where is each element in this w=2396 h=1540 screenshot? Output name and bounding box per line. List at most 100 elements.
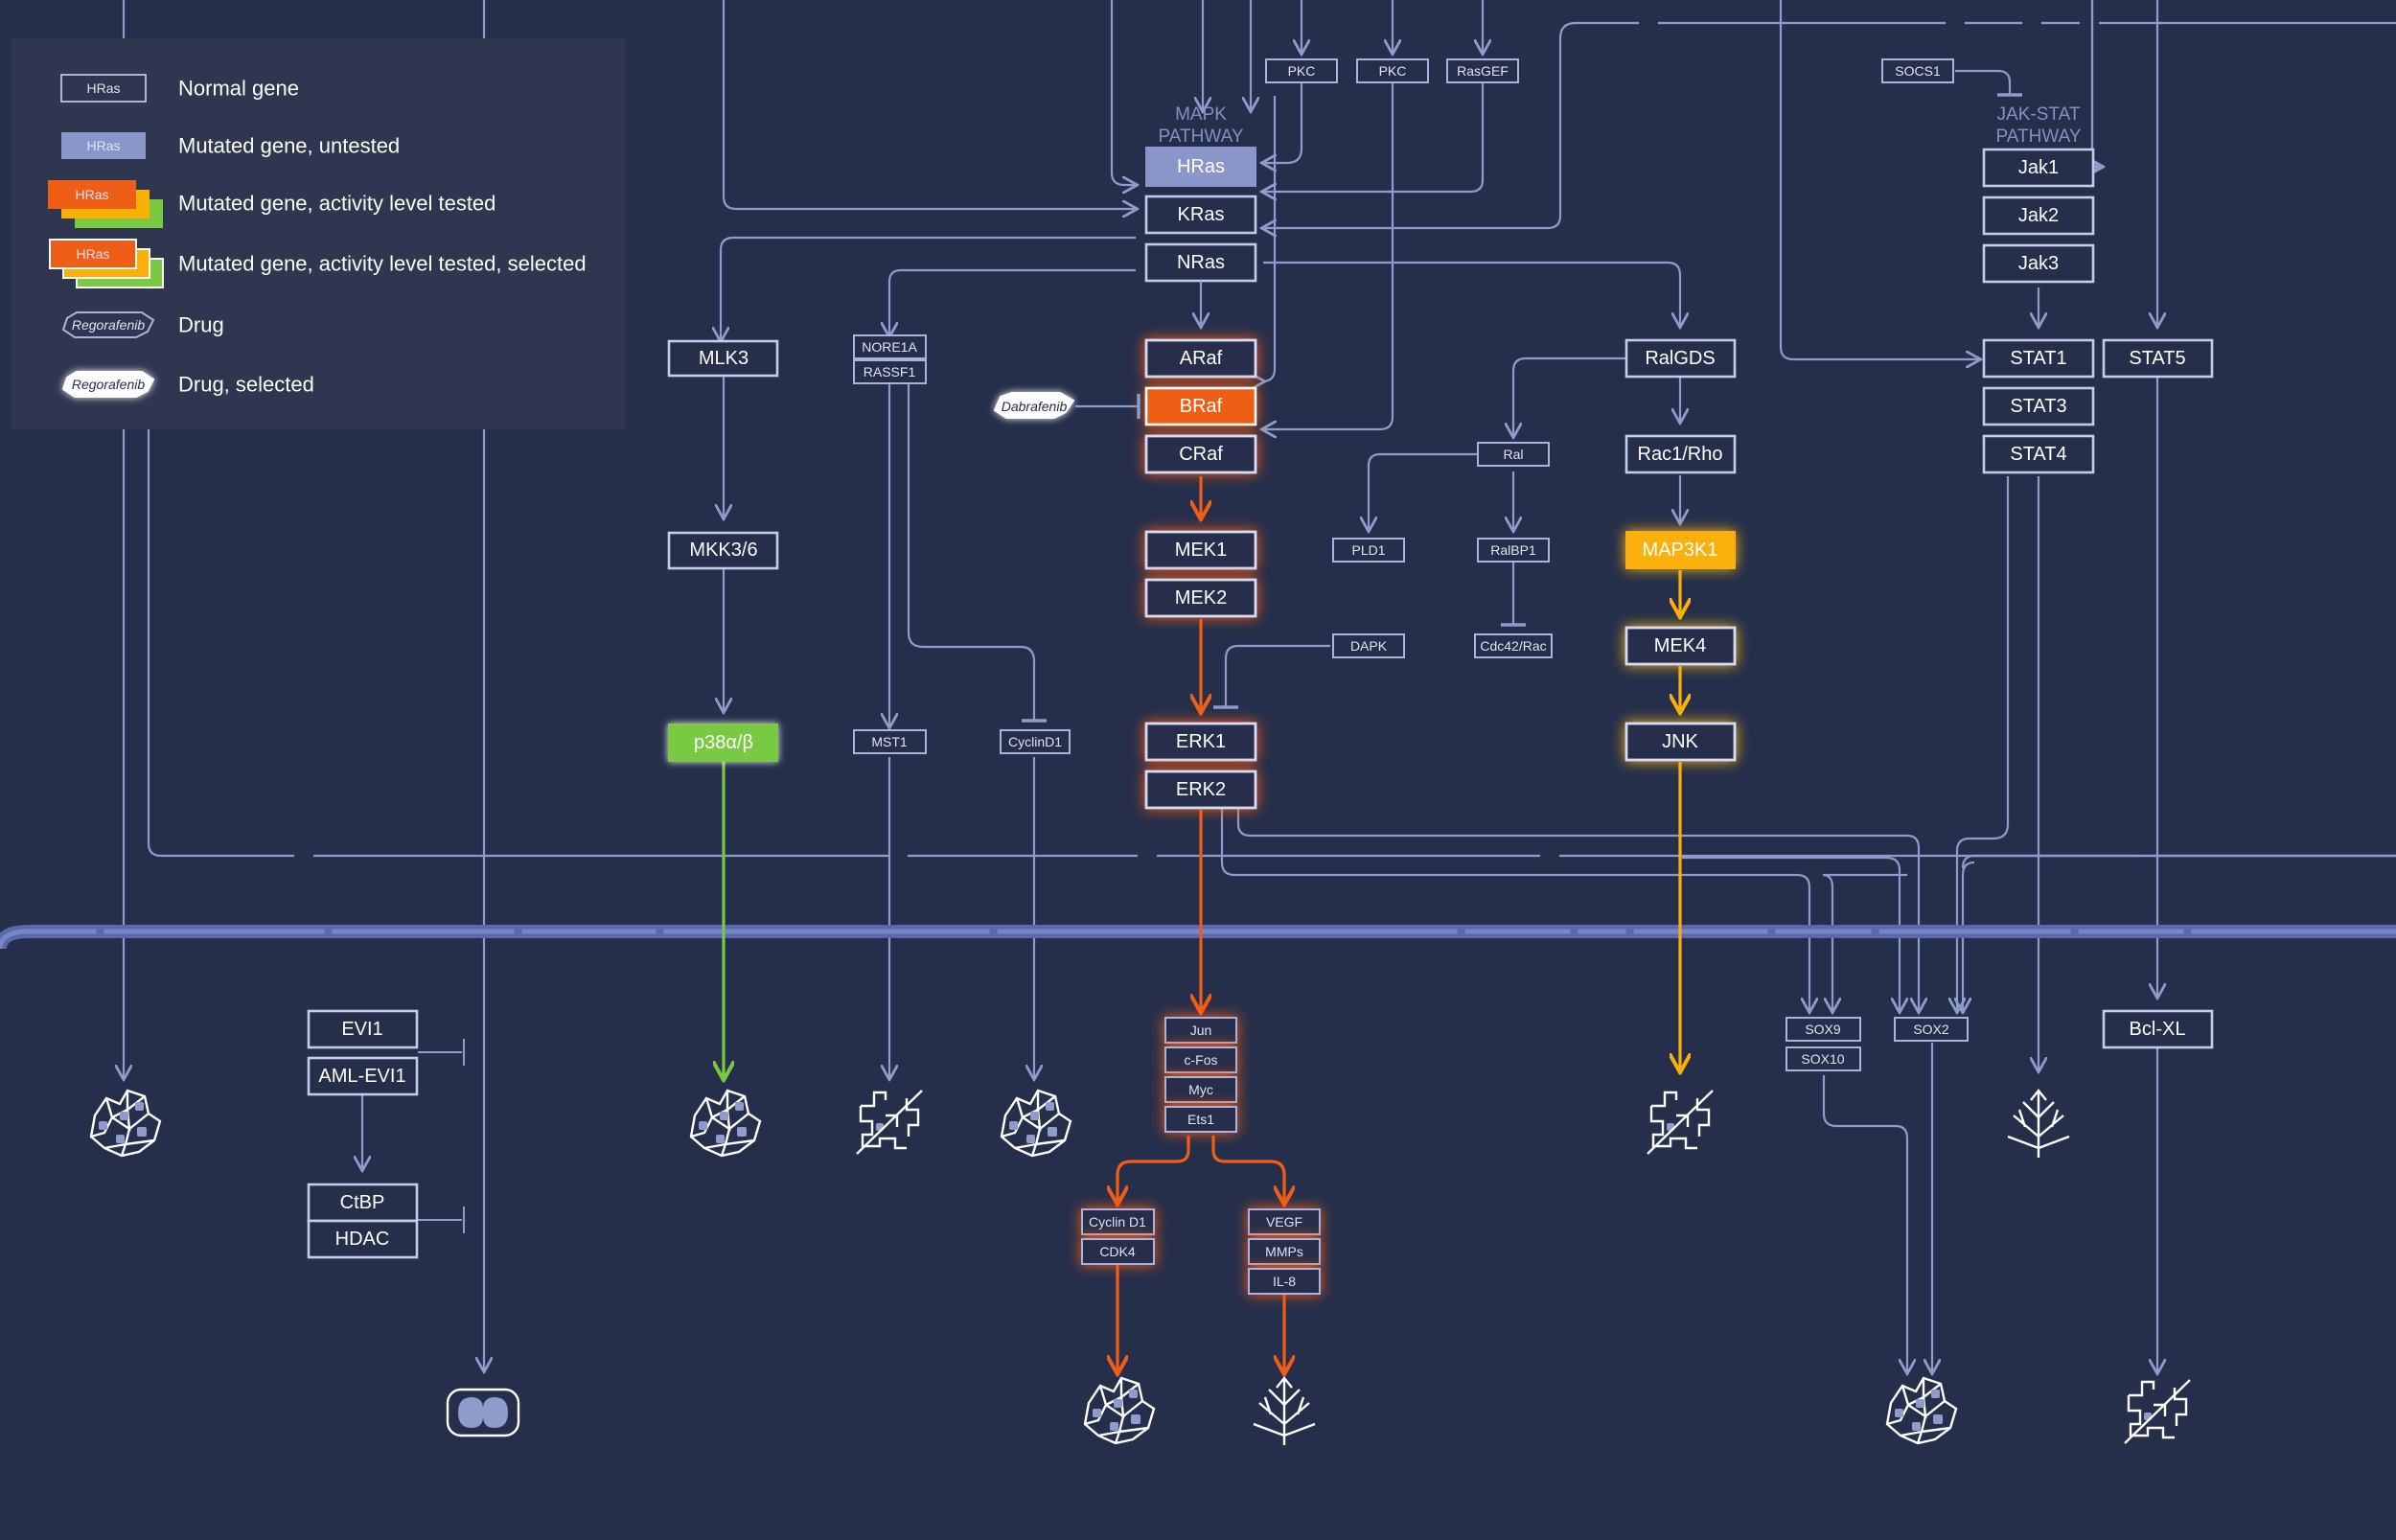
gene-erk2[interactable]: ERK2 — [1144, 770, 1257, 810]
svg-text:Drug: Drug — [178, 313, 224, 337]
gene-mlk3[interactable]: MLK3 — [667, 339, 779, 378]
gene-socs1[interactable]: SOCS1 — [1881, 58, 1954, 83]
gene-pkc-2[interactable]: PKC — [1356, 58, 1429, 83]
svg-text:RalBP1: RalBP1 — [1490, 542, 1536, 558]
svg-text:PKC: PKC — [1379, 63, 1407, 79]
gene-bcl-xl[interactable]: Bcl-XL — [2102, 1009, 2214, 1049]
proliferation-cells-icon — [1083, 1376, 1156, 1445]
gene-hdac[interactable]: HDAC — [307, 1219, 419, 1259]
svg-text:Regorafenib: Regorafenib — [72, 377, 145, 392]
gene-sox9[interactable]: SOX9 — [1785, 1017, 1861, 1042]
gene-nore1a[interactable]: NORE1A — [853, 334, 927, 359]
legend-drug-selected: Regorafenib — [61, 371, 155, 398]
gene-cdk4[interactable]: CDK4 — [1081, 1238, 1155, 1265]
gene-mek1[interactable]: MEK1 — [1144, 530, 1257, 570]
gene-aml-evi1[interactable]: AML-EVI1 — [307, 1056, 419, 1096]
svg-text:STAT1: STAT1 — [2010, 348, 2066, 369]
svg-text:MEK1: MEK1 — [1175, 540, 1227, 561]
legend-mutated-untested: HRas Mutated gene, untested — [61, 132, 400, 159]
gene-jnk[interactable]: JNK — [1624, 722, 1737, 762]
svg-text:Rac1/Rho: Rac1/Rho — [1638, 444, 1723, 465]
svg-text:MAP3K1: MAP3K1 — [1643, 540, 1718, 561]
svg-text:MLK3: MLK3 — [699, 348, 749, 369]
gene-jak3[interactable]: Jak3 — [1982, 243, 2095, 284]
gene-mst1[interactable]: MST1 — [853, 729, 927, 754]
drug-dabrafenib[interactable]: Dabrafenib — [993, 392, 1075, 419]
gene-cyclind1-top[interactable]: CyclinD1 — [1000, 729, 1071, 754]
svg-text:Bcl-XL: Bcl-XL — [2130, 1019, 2186, 1040]
svg-text:MEK2: MEK2 — [1175, 587, 1227, 609]
svg-text:HRas: HRas — [75, 187, 108, 202]
gene-stat4[interactable]: STAT4 — [1982, 434, 2095, 474]
gene-sox2[interactable]: SOX2 — [1894, 1017, 1969, 1042]
legend-mutated-tested-selected: HRas Mutated gene, activity level tested… — [49, 239, 587, 288]
gene-dapk[interactable]: DAPK — [1332, 633, 1405, 658]
gene-araf[interactable]: ARaf — [1144, 338, 1257, 379]
gene-cyclin-d1[interactable]: Cyclin D1 — [1081, 1208, 1155, 1235]
gene-p38[interactable]: p38α/β — [668, 724, 778, 762]
svg-text:Dabrafenib: Dabrafenib — [1002, 399, 1068, 414]
gene-craf[interactable]: CRaf — [1144, 434, 1257, 474]
gene-jun[interactable]: Jun — [1164, 1017, 1237, 1044]
gene-mmps[interactable]: MMPs — [1248, 1238, 1321, 1265]
gene-ralgds[interactable]: RalGDS — [1624, 338, 1737, 379]
proliferation-cells-icon — [1000, 1089, 1072, 1158]
gene-braf[interactable]: BRaf — [1144, 386, 1257, 426]
svg-text:p38α/β: p38α/β — [694, 732, 753, 753]
svg-text:CtBP: CtBP — [340, 1192, 385, 1213]
gene-nras[interactable]: NRas — [1144, 242, 1257, 283]
angiogenesis-tree-icon — [1252, 1376, 1317, 1447]
gene-stat5[interactable]: STAT5 — [2102, 338, 2214, 379]
svg-text:Ets1: Ets1 — [1187, 1112, 1214, 1127]
gene-il8[interactable]: IL-8 — [1248, 1268, 1321, 1295]
gene-jak2[interactable]: Jak2 — [1982, 195, 2095, 236]
svg-text:MKK3/6: MKK3/6 — [689, 540, 757, 561]
proliferation-cells-icon — [89, 1089, 162, 1158]
legend-drug-selected-label: Drug, selected — [178, 373, 314, 397]
legend-drug: Regorafenib Drug — [61, 311, 224, 338]
svg-text:HRas: HRas — [76, 246, 109, 262]
gene-pld1[interactable]: PLD1 — [1332, 538, 1405, 563]
svg-text:Mutated gene, activity level t: Mutated gene, activity level tested — [178, 192, 495, 216]
gene-jak1[interactable]: Jak1 — [1982, 148, 2095, 188]
svg-text:ERK2: ERK2 — [1176, 779, 1226, 800]
cell-membrane — [0, 925, 2396, 950]
gene-rasgef[interactable]: RasGEF — [1446, 58, 1519, 83]
svg-text:ARaf: ARaf — [1180, 348, 1223, 369]
svg-text:CyclinD1: CyclinD1 — [1008, 734, 1062, 749]
gene-stat1[interactable]: STAT1 — [1982, 338, 2095, 379]
svg-text:Cyclin D1: Cyclin D1 — [1089, 1214, 1146, 1230]
gene-ral[interactable]: Ral — [1477, 442, 1550, 467]
svg-text:Mutated gene, activity level t: Mutated gene, activity level tested, sel… — [178, 252, 587, 276]
angiogenesis-tree-icon — [2006, 1089, 2071, 1160]
mapk-pathway-title-2: PATHWAY — [1158, 126, 1243, 147]
gene-sox10[interactable]: SOX10 — [1785, 1046, 1861, 1071]
svg-text:STAT5: STAT5 — [2129, 348, 2185, 369]
gene-cfos[interactable]: c-Fos — [1164, 1046, 1237, 1073]
gene-kras[interactable]: KRas — [1144, 195, 1257, 235]
gene-ets1[interactable]: Ets1 — [1164, 1106, 1237, 1133]
svg-text:RASSF1: RASSF1 — [864, 364, 916, 379]
gene-cdc42-rac[interactable]: Cdc42/Rac — [1474, 633, 1553, 658]
gene-hras[interactable]: HRas — [1145, 147, 1256, 187]
gene-evi1[interactable]: EVI1 — [307, 1009, 419, 1049]
gene-rac1-rho[interactable]: Rac1/Rho — [1624, 434, 1737, 474]
svg-text:PKC: PKC — [1288, 63, 1316, 79]
legend-mutated-tested: HRas Mutated gene, activity level tested — [48, 180, 495, 228]
gene-mek2[interactable]: MEK2 — [1144, 578, 1257, 618]
gene-ralbp1[interactable]: RalBP1 — [1477, 538, 1550, 563]
pathway-lines — [124, 0, 2396, 1372]
svg-text:Jun: Jun — [1190, 1023, 1212, 1038]
gene-rassf1[interactable]: RASSF1 — [853, 359, 927, 384]
gene-mkk3-6[interactable]: MKK3/6 — [667, 531, 779, 570]
gene-mek4[interactable]: MEK4 — [1624, 626, 1737, 666]
legend-normal-gene: HRas Normal gene — [60, 74, 299, 103]
gene-erk1[interactable]: ERK1 — [1144, 722, 1257, 762]
gene-stat3[interactable]: STAT3 — [1982, 386, 2095, 426]
gene-myc[interactable]: Myc — [1164, 1076, 1237, 1103]
gene-pkc-1[interactable]: PKC — [1265, 58, 1338, 83]
svg-text:HRas: HRas — [86, 80, 120, 96]
gene-vegf[interactable]: VEGF — [1248, 1208, 1321, 1235]
gene-ctbp[interactable]: CtBP — [307, 1183, 419, 1223]
gene-map3k1[interactable]: MAP3K1 — [1625, 531, 1736, 569]
